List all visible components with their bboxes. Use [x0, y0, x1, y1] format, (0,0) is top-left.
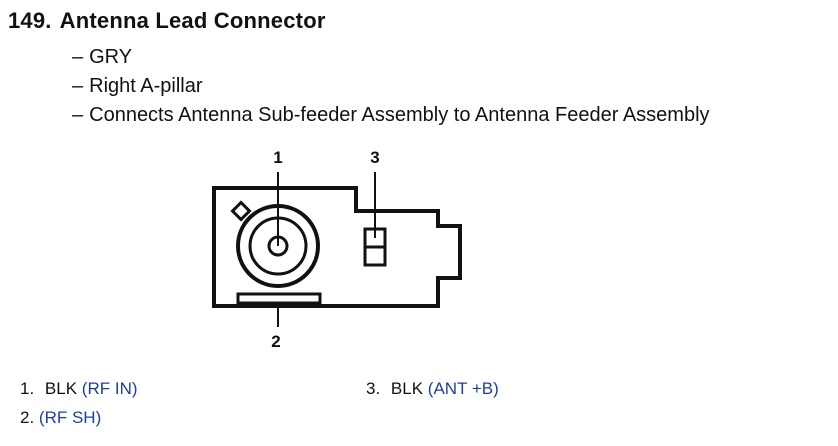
detail-dash: – [72, 75, 84, 97]
pin-label: 1. [20, 379, 35, 398]
pin-wire-color: BLK [390, 379, 424, 398]
detail-color: –GRY [72, 43, 710, 72]
callout-number-3: 3 [370, 148, 379, 167]
connector-details: –GRY –Right A-pillar –Connects Antenna S… [72, 43, 710, 130]
pin-label: 3. [366, 379, 381, 398]
shield-tab [236, 292, 322, 305]
detail-location: –Right A-pillar [72, 72, 710, 101]
pin-row-3: 3. BLK (ANT +B) [366, 374, 499, 403]
pin-circuit: (RF IN) [81, 379, 138, 398]
detail-connects: –Connects Antenna Sub-feeder Assembly to… [72, 101, 710, 130]
callout-number-1: 1 [273, 148, 282, 167]
connector-housing [212, 186, 462, 308]
pin-circuit: (ANT +B) [427, 379, 499, 398]
connector-number: 149. [8, 8, 52, 33]
detail-text: Right A-pillar [89, 75, 203, 97]
detail-dash: – [72, 46, 84, 68]
callout-number-2: 2 [271, 332, 280, 351]
pin-row-2: 2. (RF SH) [20, 403, 101, 432]
pin-circuit: (RF SH) [38, 408, 102, 427]
detail-text: GRY [89, 46, 133, 68]
connector-heading: 149. Antenna Lead Connector [8, 8, 326, 34]
detail-text: Connects Antenna Sub-feeder Assembly to … [89, 104, 710, 126]
orientation-key-diamond [230, 200, 252, 222]
connector-title: Antenna Lead Connector [59, 8, 326, 33]
pin-row-1: 1. BLK (RF IN) [20, 374, 138, 403]
pin-wire-color: BLK [44, 379, 78, 398]
detail-dash: – [72, 104, 84, 126]
pin-label: 2. [20, 408, 35, 427]
